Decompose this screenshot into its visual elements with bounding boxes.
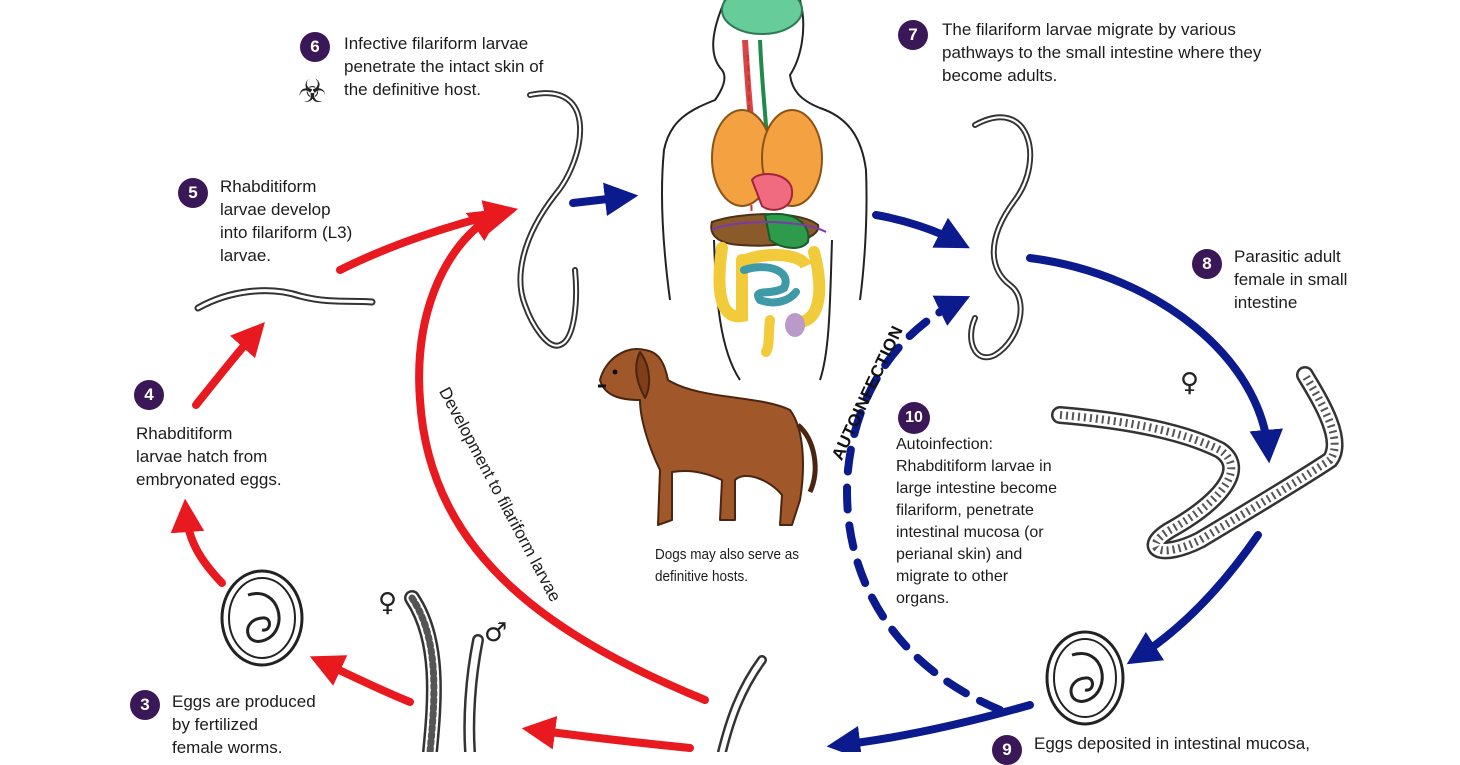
step-10-line-8: organs.: [896, 590, 950, 607]
arrow-development-loop: [415, 208, 709, 704]
male-symbol-icon: ♂: [484, 618, 508, 648]
step-3-line-1: Eggs are produced: [172, 692, 316, 711]
step-8-number-badge: 8: [1192, 249, 1222, 279]
female-symbol-icon: ♀: [1180, 368, 1200, 398]
step-10-number-badge: 10: [898, 402, 930, 434]
step-7-number-badge: 7: [898, 20, 928, 50]
step-10-line-7: migrate to other: [896, 568, 1009, 585]
adult-female-8: [1051, 366, 1344, 560]
step-9-number-badge: 9: [992, 735, 1022, 765]
arrow-bottom-red: [521, 716, 694, 752]
step-7-line-3: become adults.: [942, 66, 1058, 85]
larva-7: [968, 114, 1034, 361]
dog-illustration: [598, 348, 818, 526]
arrow-6-to-host: [569, 182, 639, 217]
larva-7-inner: [970, 116, 1032, 359]
step-6-line-1: Infective filariform larvae: [344, 34, 529, 53]
step-10-line-3: large intestine become: [896, 480, 1057, 497]
step-8-line-2: female in small: [1234, 270, 1348, 289]
dog-caption-line-2: definitive hosts.: [655, 568, 749, 585]
larva-5: [194, 287, 376, 312]
larva-6: [517, 90, 584, 349]
step-7-line-2: pathways to the small intestine where th…: [942, 43, 1262, 62]
step-10-line-5: intestinal mucosa (or: [896, 524, 1044, 541]
arrow-4-to-5: [192, 322, 265, 409]
step-10-line-4: filariform, penetrate: [896, 502, 1034, 519]
adult-worms-bottom-left: [404, 590, 484, 752]
blue-arrows: [569, 182, 1283, 752]
step-10-line-1: Autoinfection:: [896, 436, 993, 453]
dog-caption: Dogs may also serve as definitive hosts.: [655, 544, 799, 588]
step-4-line-3: embryonated eggs.: [136, 470, 282, 489]
step-6-line-2: penetrate the intact skin of: [344, 57, 544, 76]
step-5-line-3: into filariform (L3): [220, 223, 353, 242]
step-3-number-badge: 3: [130, 690, 160, 720]
step-10-line-6: perianal skin) and: [896, 546, 1023, 563]
egg-right: [1045, 630, 1125, 726]
arrow-8-to-egg: [1126, 531, 1262, 665]
step-3-line-3: female worms.: [172, 738, 283, 757]
arrow-egg-to-bottom: [826, 701, 1034, 752]
step-4-number-badge: 4: [134, 380, 164, 410]
step-6-number-badge: 6: [300, 32, 330, 62]
arrow-host-to-7: [872, 211, 970, 249]
arrow-autoinfection: [843, 295, 1004, 714]
larva-6-inner: [519, 92, 582, 347]
step-8-line-1: Parasitic adult: [1234, 247, 1341, 266]
step-4-line-2: larvae hatch from: [136, 447, 268, 466]
step-10-line-2: Rhabditiform larvae in: [896, 458, 1052, 475]
step-3-line-2: by fertilized: [172, 715, 258, 734]
human-host-illustration: [661, 0, 868, 381]
larva-bottom-center: [717, 655, 767, 752]
egg-left: [220, 569, 304, 667]
red-arrows: [170, 200, 709, 752]
step-6-line-3: the definitive host.: [344, 80, 482, 99]
arrow-7-to-8: [1026, 254, 1283, 464]
step-5-line-4: larvae.: [220, 246, 272, 265]
dog-caption-line-1: Dogs may also serve as: [655, 546, 800, 563]
arrow-3-to-egg: [309, 655, 414, 706]
step-5-line-2: larvae develop: [220, 200, 331, 219]
arrow-egg-to-4: [170, 498, 226, 587]
step-4-line-1: Rhabditiform: [136, 424, 233, 443]
step-5-line-1: Rhabditiform: [220, 177, 317, 196]
female-symbol-icon-bottom: ♀: [378, 588, 398, 618]
biohazard-icon: ☣: [298, 72, 327, 110]
step-9-line-1: Eggs deposited in intestinal mucosa,: [1034, 734, 1310, 753]
step-5-number-badge: 5: [178, 178, 208, 208]
step-8-line-3: intestine: [1234, 293, 1298, 312]
step-7-line-1: The filariform larvae migrate by various: [942, 20, 1236, 39]
